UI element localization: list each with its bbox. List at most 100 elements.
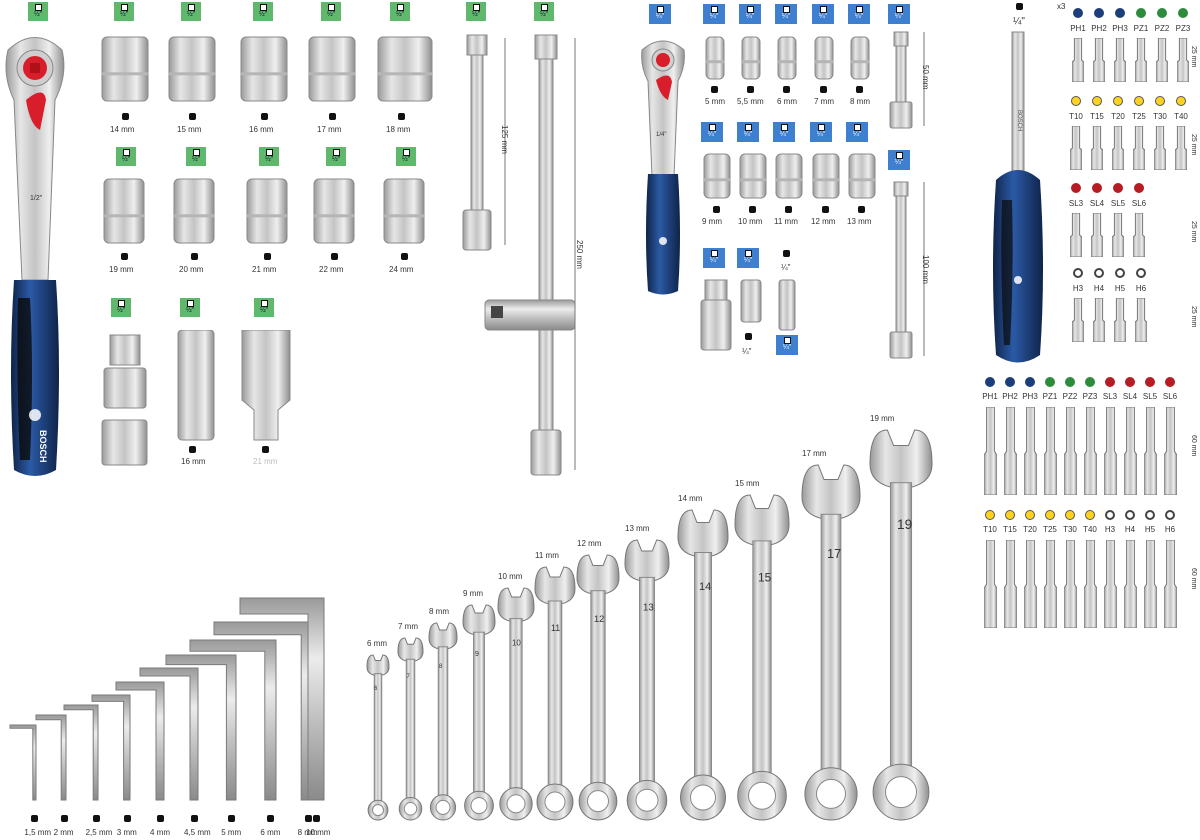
hex-icon (189, 113, 196, 120)
svg-text:BOSCH: BOSCH (38, 430, 48, 463)
wrench-size-label: 9 mm (463, 589, 483, 598)
wrench-size-number: 9 (475, 651, 479, 658)
bit-type-icon (1115, 8, 1125, 18)
bit-label: PH2 (1091, 24, 1107, 33)
socket (850, 36, 870, 80)
bit-length-label: 60 mm (1190, 568, 1197, 590)
socket-size-label: 7 mm (814, 97, 834, 106)
socket-size-label: 21 mm (252, 265, 277, 274)
half-inch-tag: ½" (254, 298, 274, 317)
hex-key-size-label: 6 mm (260, 828, 281, 837)
bit-label: PH3 (1022, 392, 1038, 401)
half-inch-tag: ½" (114, 2, 134, 21)
bit-type-icon (1105, 510, 1115, 520)
bit-type-icon (1125, 377, 1135, 387)
screwdriver-bit (1064, 407, 1077, 495)
bit-label: H4 (1093, 284, 1105, 293)
wrench-size-label: 14 mm (678, 494, 703, 503)
hex-key-set (9, 597, 325, 801)
socket (103, 178, 145, 244)
socket-size-label: 20 mm (179, 265, 204, 274)
combination-wrench: 11 (534, 566, 576, 821)
hex-key (9, 724, 37, 801)
screwdriver-bit (1133, 126, 1145, 170)
quarter-inch-tag: ¼" (773, 122, 795, 142)
bit-type-icon (1071, 96, 1081, 106)
socket-size-label: 13 mm (847, 217, 872, 226)
hex-key (139, 667, 199, 801)
bit-type-icon (1134, 183, 1144, 193)
wrench-size-number: 6 (374, 686, 378, 692)
socket-size-label: 22 mm (319, 265, 344, 274)
half-inch-tag: ½" (186, 147, 206, 166)
ratchet-half-marking: 1/2" (30, 195, 43, 202)
socket-size-label: 14 mm (110, 125, 135, 134)
hex-icon (331, 253, 338, 260)
bit-type-icon (1005, 377, 1015, 387)
hex-icon (398, 113, 405, 120)
half-inch-tag: ½" (116, 147, 136, 166)
quarter-inch-tag: ¼" (776, 335, 798, 355)
hex-key (91, 694, 131, 801)
screwdriver-bit (1164, 407, 1177, 495)
hex-icon (783, 86, 790, 93)
bit-type-icon (1125, 510, 1135, 520)
bit-type-icon (1025, 377, 1035, 387)
socket-size-label: 9 mm (702, 217, 722, 226)
socket-size-label: 6 mm (777, 97, 797, 106)
hex-icon (747, 86, 754, 93)
bit-label: SL5 (1110, 199, 1126, 208)
screwdriver-bit (1177, 38, 1189, 82)
half-inch-tag: ½" (534, 2, 554, 21)
bit-label: T40 (1083, 525, 1097, 534)
hex-icon (191, 253, 198, 260)
quarter-inch-extensions (889, 31, 925, 359)
hex-icon (822, 206, 829, 213)
quantity-x3: x3 (1057, 2, 1066, 11)
half-inch-tag: ½" (180, 298, 200, 317)
bit-type-icon (1145, 510, 1155, 520)
socket-size-label: 5 mm (705, 97, 725, 106)
hex-key (35, 714, 67, 801)
socket (703, 153, 731, 199)
bit-label: H6 (1135, 284, 1147, 293)
bit-label: T40 (1174, 112, 1188, 121)
half-inch-tag: ½" (253, 2, 273, 21)
screwdriver-bit (1144, 540, 1157, 628)
quarter-inch-tag: ¼" (812, 4, 834, 24)
hex-icon (820, 86, 827, 93)
bit-label: SL6 (1162, 392, 1178, 401)
screwdriver-bit (1084, 407, 1097, 495)
wrench-size-number: 19 (897, 517, 912, 532)
quarter-inch-tag: ¼" (846, 122, 868, 142)
quarter-inch-tag: ¼" (810, 122, 832, 142)
quarter-inch-tag: ¼" (737, 122, 759, 142)
wrench-size-label: 15 mm (735, 479, 760, 488)
bit-label: PH1 (1070, 24, 1086, 33)
bit-type-icon (1134, 96, 1144, 106)
bit-type-icon (1085, 510, 1095, 520)
bit-label: PH1 (982, 392, 998, 401)
bit-label: H4 (1124, 525, 1136, 534)
half-inch-tag: ½" (390, 2, 410, 21)
socket (383, 178, 425, 244)
bit-label: T25 (1043, 525, 1057, 534)
half-inch-tag: ½" (466, 2, 486, 21)
hex-icon (228, 815, 236, 822)
hex-icon (261, 113, 268, 120)
hex-key (63, 704, 99, 801)
screwdriver-bit (1072, 298, 1084, 342)
socket (101, 36, 149, 102)
socket-size-label: 5,5 mm (737, 97, 764, 106)
bit-label: PZ1 (1133, 24, 1149, 33)
bit-label: PZ3 (1082, 392, 1098, 401)
half-inch-extensions (462, 34, 576, 476)
socket-size-label: 10 mm (738, 217, 763, 226)
bit-label: SL5 (1142, 392, 1158, 401)
screwdriver-bit (1104, 407, 1117, 495)
socket-size-label: 17 mm (317, 125, 342, 134)
quarter-inch-tag: ¼" (703, 248, 725, 268)
socket (848, 153, 876, 199)
combination-wrench: 17 (801, 464, 861, 821)
